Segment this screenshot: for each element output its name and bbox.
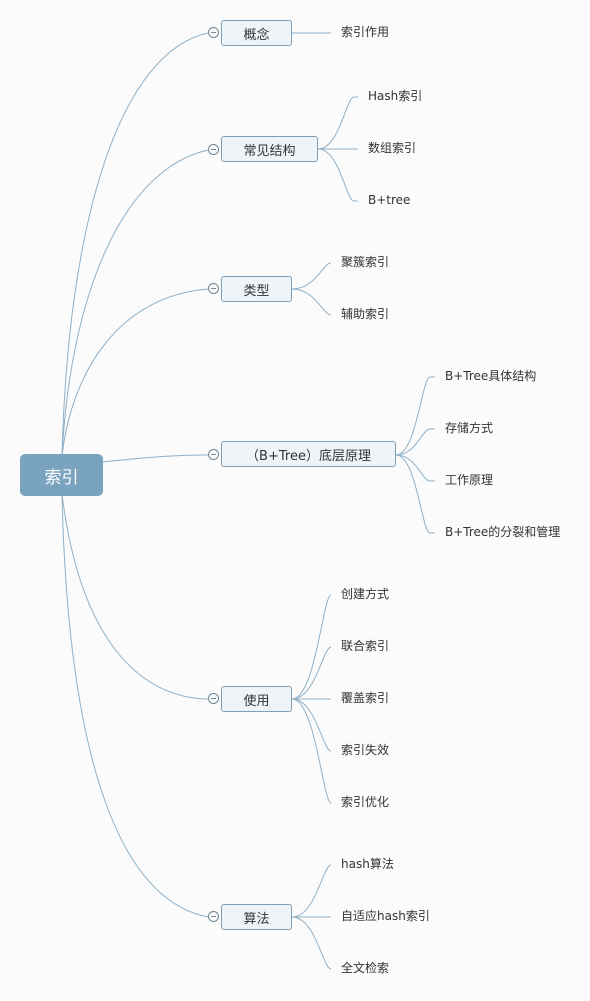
root-branch-connector	[101, 454, 209, 463]
branch-leaf-connector	[291, 262, 332, 290]
branch-leaf-connector	[291, 594, 332, 700]
leaf-node[interactable]: B+tree	[368, 193, 411, 207]
leaf-node[interactable]: 聚簇索引	[341, 255, 390, 269]
branch-leaf-connector	[291, 698, 332, 752]
leaf-node[interactable]: 索引优化	[341, 795, 390, 809]
leaf-node[interactable]: 索引作用	[341, 25, 390, 39]
leaf-node[interactable]: hash算法	[341, 857, 394, 871]
leaf-node[interactable]: 联合索引	[341, 639, 390, 653]
root-branch-connector	[61, 149, 209, 457]
leaf-node[interactable]: 工作原理	[445, 473, 494, 487]
branch-leaf-connector	[317, 96, 358, 150]
leaf-node[interactable]: Hash索引	[368, 89, 423, 103]
root-node[interactable]: 索引	[20, 454, 103, 496]
branch-node-concept[interactable]: 概念	[221, 20, 292, 46]
root-branch-connector	[61, 493, 209, 918]
leaf-node[interactable]: 创建方式	[341, 587, 390, 601]
branch-leaf-connector	[395, 454, 435, 482]
branch-node-usage[interactable]: 使用	[221, 686, 292, 712]
branch-node-types[interactable]: 类型	[221, 276, 292, 302]
branch-leaf-connector	[291, 288, 332, 316]
branch-node-common-structures[interactable]: 常见结构	[221, 136, 318, 162]
branch-leaf-connector	[395, 454, 435, 534]
branch-node-algorithms[interactable]: 算法	[221, 904, 292, 930]
branch-leaf-connector	[291, 646, 332, 700]
branch-leaf-connector	[291, 916, 332, 970]
leaf-node[interactable]: 存储方式	[445, 421, 494, 435]
root-branch-connector	[61, 493, 209, 700]
branch-leaf-connector	[291, 698, 332, 804]
root-branch-connector	[61, 32, 209, 457]
leaf-node[interactable]: B+Tree具体结构	[445, 369, 537, 383]
branch-leaf-connector	[291, 864, 332, 918]
branch-node-bplustree-principle[interactable]: （B+Tree）底层原理	[221, 441, 396, 467]
collapse-toggle-icon[interactable]	[208, 27, 219, 38]
branch-leaf-connector	[395, 376, 435, 456]
leaf-node[interactable]: 全文检索	[341, 961, 390, 975]
collapse-toggle-icon[interactable]	[208, 283, 219, 294]
collapse-toggle-icon[interactable]	[208, 449, 219, 460]
collapse-toggle-icon[interactable]	[208, 144, 219, 155]
leaf-node[interactable]: B+Tree的分裂和管理	[445, 525, 561, 539]
leaf-node[interactable]: 覆盖索引	[341, 691, 390, 705]
collapse-toggle-icon[interactable]	[208, 911, 219, 922]
branch-leaf-connector	[317, 148, 358, 202]
leaf-node[interactable]: 辅助索引	[341, 307, 390, 321]
collapse-toggle-icon[interactable]	[208, 693, 219, 704]
root-branch-connector	[61, 288, 209, 457]
leaf-node[interactable]: 数组索引	[368, 141, 417, 155]
leaf-node[interactable]: 自适应hash索引	[341, 909, 430, 923]
branch-leaf-connector	[395, 428, 435, 456]
leaf-node[interactable]: 索引失效	[341, 743, 390, 757]
